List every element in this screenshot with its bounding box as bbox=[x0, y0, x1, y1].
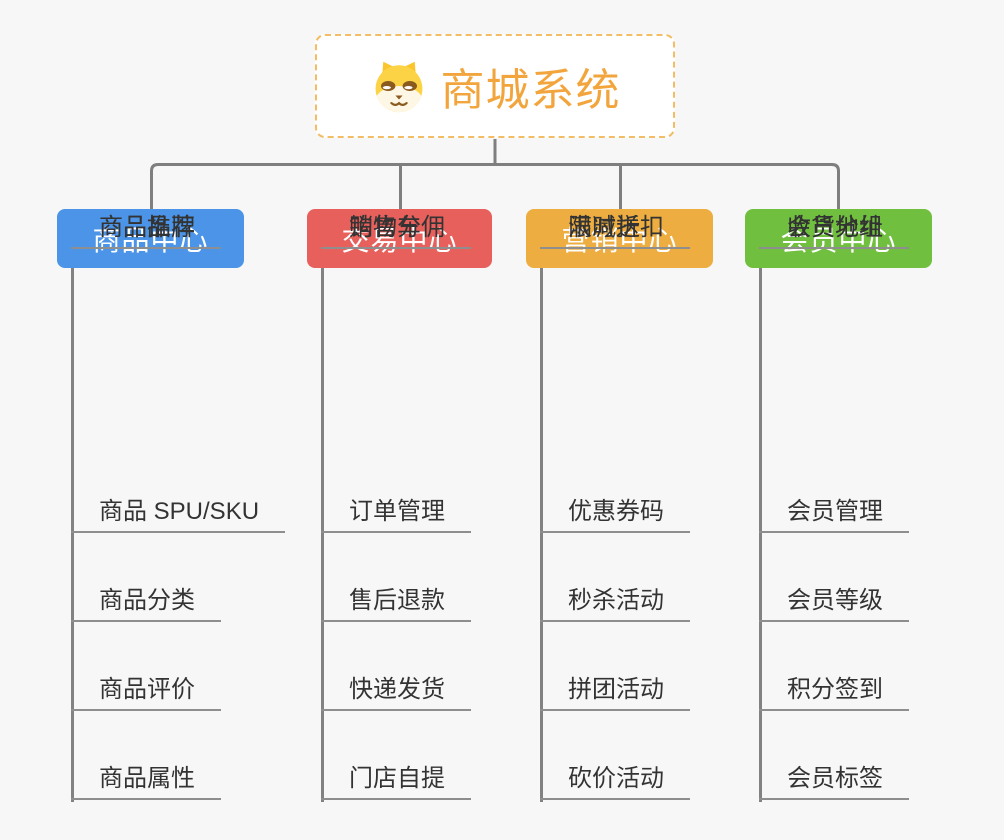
branch-marketing-center: 营销中心 优惠券码 秒杀活动 拼团活动 砍价活动 限时折扣 满减送 bbox=[526, 209, 713, 809]
dog-face-icon bbox=[375, 61, 422, 113]
rail-line bbox=[150, 163, 840, 209]
node-order-management[interactable]: 订单管理 bbox=[321, 493, 471, 533]
branch-header-member-center[interactable]: 会员中心 bbox=[745, 209, 932, 268]
node-product-spu-sku[interactable]: 商品 SPU/SKU bbox=[71, 493, 286, 533]
branch-trade-center: 交易中心 订单管理 售后退款 快递发货 门店自提 购物车 销售分佣 bbox=[307, 209, 492, 809]
node-after-sale-refund[interactable]: 售后退款 bbox=[321, 582, 471, 622]
node-store-pickup[interactable]: 门店自提 bbox=[321, 760, 471, 800]
branch-member-center: 会员中心 会员管理 会员等级 积分签到 会员标签 会员分组 收货地址 bbox=[745, 209, 932, 809]
node-bargain-activity[interactable]: 砍价活动 bbox=[540, 760, 690, 800]
branch-header-marketing-center[interactable]: 营销中心 bbox=[526, 209, 713, 268]
node-points-checkin[interactable]: 积分签到 bbox=[759, 671, 909, 711]
branch-trunk-line bbox=[71, 268, 74, 802]
node-member-tag[interactable]: 会员标签 bbox=[759, 760, 909, 800]
node-full-reduction[interactable]: 满减送 bbox=[540, 209, 666, 249]
node-member-level[interactable]: 会员等级 bbox=[759, 582, 909, 622]
node-coupon-code[interactable]: 优惠券码 bbox=[540, 493, 690, 533]
node-group-buy[interactable]: 拼团活动 bbox=[540, 671, 690, 711]
branch-trunk-line bbox=[540, 268, 543, 802]
branch-product-center: 商品中心 商品 SPU/SKU 商品分类 商品评价 商品属性 商品推荐 商品品牌 bbox=[57, 209, 286, 809]
branch-trunk-line bbox=[321, 268, 324, 802]
node-sales-commission[interactable]: 销售分佣 bbox=[321, 209, 471, 249]
node-member-group[interactable]: 会员分组 bbox=[759, 209, 909, 249]
node-flash-sale[interactable]: 秒杀活动 bbox=[540, 582, 690, 622]
node-shipping-address[interactable]: 收货地址 bbox=[759, 209, 909, 249]
node-express-delivery[interactable]: 快递发货 bbox=[321, 671, 471, 711]
branch-header-product-center[interactable]: 商品中心 bbox=[57, 209, 244, 268]
node-product-category[interactable]: 商品分类 bbox=[71, 582, 221, 622]
branch-header-trade-center[interactable]: 交易中心 bbox=[307, 209, 492, 268]
node-product-attribute[interactable]: 商品属性 bbox=[71, 760, 221, 800]
branch-trunk-line bbox=[759, 268, 762, 802]
root-title: 商城系统 bbox=[440, 66, 621, 115]
node-product-brand[interactable]: 商品品牌 bbox=[71, 209, 221, 249]
node-product-review[interactable]: 商品评价 bbox=[71, 671, 221, 711]
node-member-management[interactable]: 会员管理 bbox=[759, 493, 909, 533]
root-node[interactable]: 商城系统 bbox=[315, 34, 675, 138]
